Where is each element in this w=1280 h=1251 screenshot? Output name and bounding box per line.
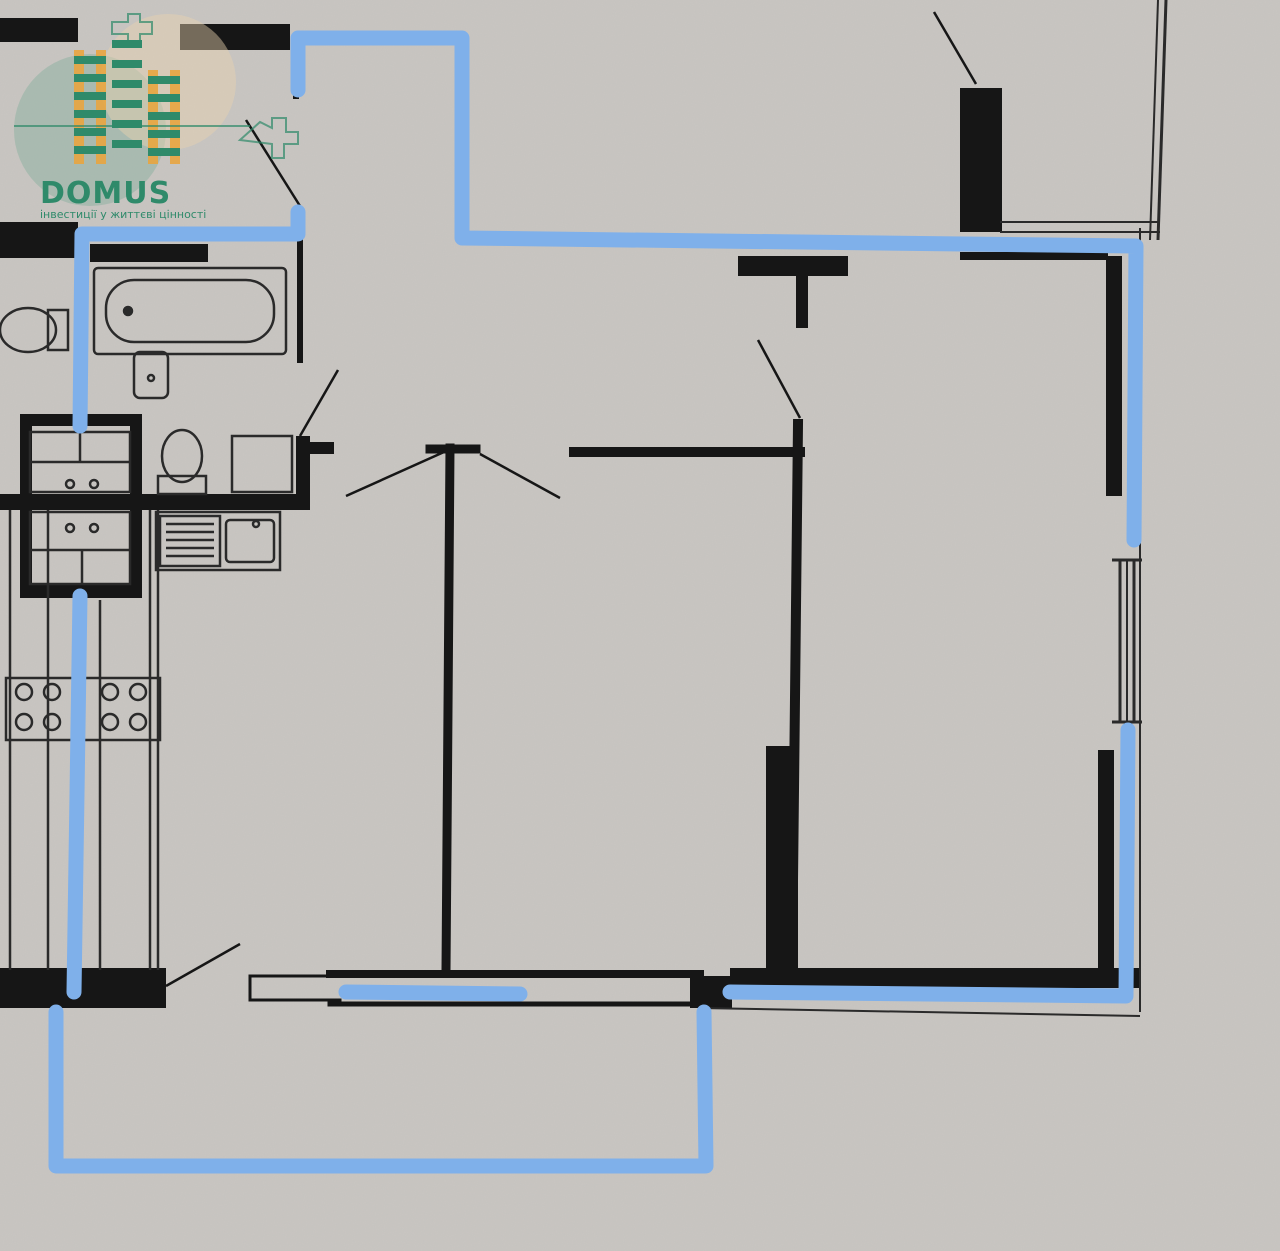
exterior-lines [699,0,1168,1017]
door-swings [165,11,978,988]
partitions [248,37,805,1007]
apartment-outline [48,30,1144,1174]
bath-sink [132,350,170,400]
kitchen-sink [154,510,282,572]
toilet-left [0,306,58,354]
domus-logo [14,13,299,206]
brand-name: DOMUS [40,176,172,211]
brand-tagline: інвестиції у життєві цінності [40,208,207,221]
bathtub [92,266,288,356]
toilet [160,428,204,484]
boiler [230,434,294,494]
fixtures [0,266,294,970]
